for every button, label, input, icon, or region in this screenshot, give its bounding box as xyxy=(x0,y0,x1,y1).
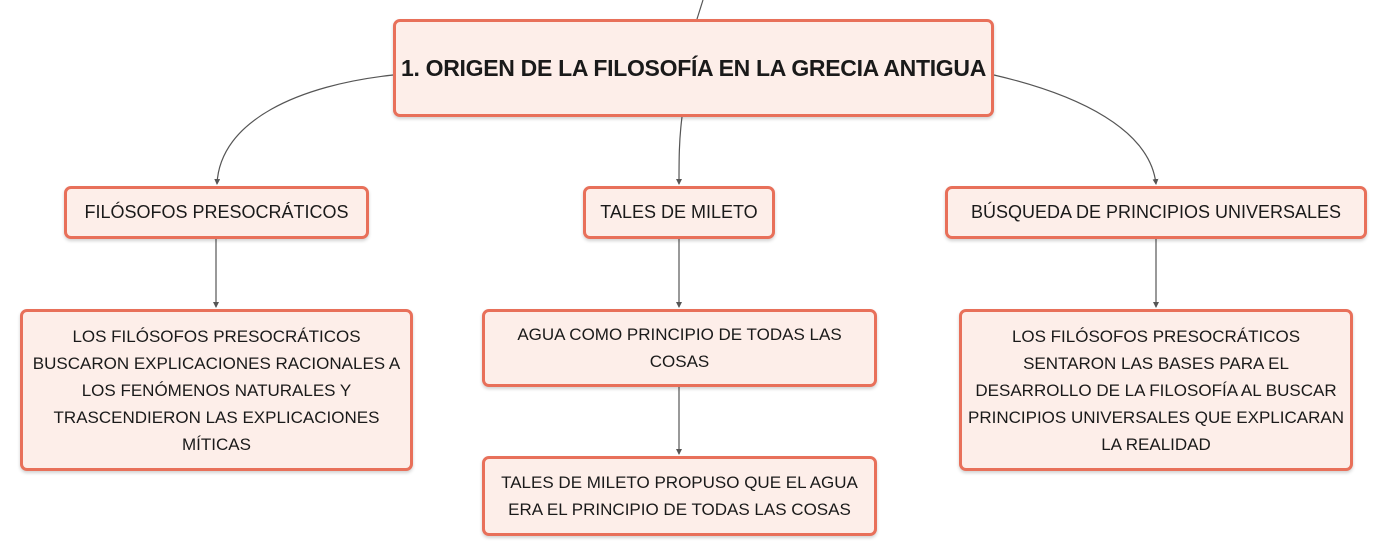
connector-root-presocraticos xyxy=(214,74,394,185)
root-topic-label: 1. ORIGEN DE LA FILOSOFÍA EN LA GRECIA A… xyxy=(400,54,987,81)
topic-presocraticos[interactable]: FILÓSOFOS PRESOCRÁTICOS xyxy=(64,186,369,239)
subtopic-agua[interactable]: AGUA COMO PRINCIPIO DE TODAS LAS COSAS xyxy=(482,309,877,387)
root-topic-node[interactable]: 1. ORIGEN DE LA FILOSOFÍA EN LA GRECIA A… xyxy=(393,19,994,117)
subtopic-busqueda-detalle[interactable]: LOS FILÓSOFOS PRESOCRÁTICOS SENTARON LAS… xyxy=(959,309,1353,471)
connector-root-busqueda xyxy=(993,74,1159,185)
connector-root-parent xyxy=(696,0,704,20)
subtopic-tales-propuso-label: TALES DE MILETO PROPUSO QUE EL AGUA ERA … xyxy=(501,473,858,519)
subtopic-busqueda-detalle-label: LOS FILÓSOFOS PRESOCRÁTICOS SENTARON LAS… xyxy=(968,326,1344,454)
subtopic-tales-propuso[interactable]: TALES DE MILETO PROPUSO QUE EL AGUA ERA … xyxy=(482,456,877,536)
topic-presocraticos-label: FILÓSOFOS PRESOCRÁTICOS xyxy=(84,202,349,222)
subtopic-agua-label: AGUA COMO PRINCIPIO DE TODAS LAS COSAS xyxy=(517,325,842,371)
topic-tales[interactable]: TALES DE MILETO xyxy=(583,186,775,239)
connector-root-tales xyxy=(676,116,683,185)
subtopic-presocraticos-detalle-label: LOS FILÓSOFOS PRESOCRÁTICOS BUSCARON EXP… xyxy=(32,326,401,454)
topic-busqueda[interactable]: BÚSQUEDA DE PRINCIPIOS UNIVERSALES xyxy=(945,186,1367,239)
subtopic-presocraticos-detalle[interactable]: LOS FILÓSOFOS PRESOCRÁTICOS BUSCARON EXP… xyxy=(20,309,413,471)
topic-busqueda-label: BÚSQUEDA DE PRINCIPIOS UNIVERSALES xyxy=(970,202,1342,222)
topic-tales-label: TALES DE MILETO xyxy=(600,202,758,222)
